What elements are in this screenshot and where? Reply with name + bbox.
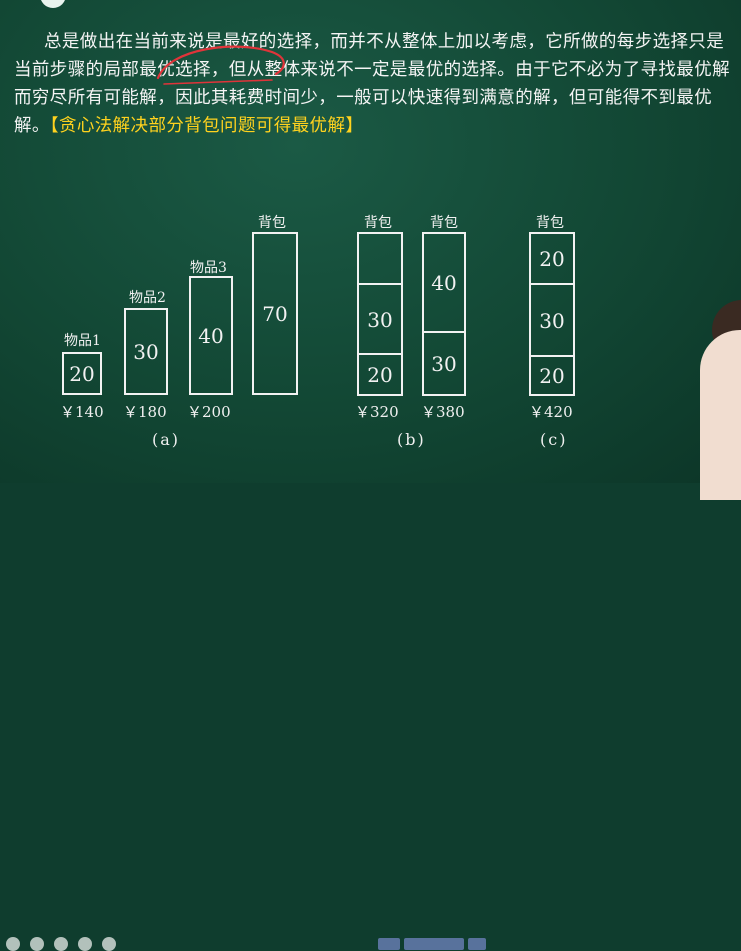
item3-price: ￥200 — [187, 403, 231, 421]
knapsack-b2-label: 背包 — [430, 215, 458, 231]
item3-box: 40 — [189, 276, 233, 395]
item2-value: 30 — [133, 339, 159, 364]
knapsack-b1-label: 背包 — [364, 215, 392, 231]
knapsack-b1-cell-30: 30 — [359, 283, 401, 355]
paragraph-highlight: 【贪心法解决部分背包问题可得最优解】 — [49, 116, 364, 136]
knapsack-b1-box: 30 20 — [357, 232, 403, 396]
top-badge-icon — [40, 0, 66, 8]
player-control-icon[interactable] — [102, 937, 116, 951]
knapsack-a-label: 背包 — [258, 215, 286, 231]
player-toolbar — [0, 467, 741, 951]
presenter-figure — [700, 330, 741, 500]
player-control-icon[interactable] — [54, 937, 68, 951]
item2-label: 物品2 — [129, 290, 166, 306]
knapsack-b2-price: ￥380 — [421, 403, 465, 421]
chalkboard-background — [0, 0, 741, 483]
caption-a: (a) — [152, 430, 181, 449]
item1-value: 20 — [69, 361, 95, 386]
knapsack-c-price: ￥420 — [529, 403, 573, 421]
caption-c: (c) — [540, 430, 568, 449]
knapsack-b2-cell-30: 30 — [424, 331, 464, 394]
knapsack-c-cell-20-bottom: 20 — [531, 355, 573, 394]
knapsack-diagram: 物品1 20 ￥140 物品2 30 ￥180 物品3 40 ￥200 背包 7… — [60, 215, 575, 449]
item1-price: ￥140 — [60, 403, 104, 421]
knapsack-c-cell-20-top: 20 — [539, 246, 565, 271]
item3-value: 40 — [198, 323, 224, 348]
toolbar-button[interactable] — [468, 938, 486, 950]
item2-price: ￥180 — [123, 403, 167, 421]
player-control-icon[interactable] — [30, 937, 44, 951]
toolbar-button[interactable] — [404, 938, 464, 950]
knapsack-c-label: 背包 — [536, 215, 564, 231]
knapsack-b2-box: 40 30 — [422, 232, 466, 396]
knapsack-c-box: 20 30 20 — [529, 232, 575, 396]
item2-box: 30 — [124, 308, 168, 395]
knapsack-a-capacity: 70 — [262, 301, 288, 326]
item1-box: 20 — [62, 352, 102, 395]
knapsack-b1-cell-20: 20 — [359, 353, 401, 394]
player-control-icon[interactable] — [78, 937, 92, 951]
caption-b: (b) — [397, 430, 426, 449]
knapsack-b2-cell-40: 40 — [431, 270, 457, 295]
paragraph-text-2: ，但从整体来说不一定是最优的选择。由于它不必为了寻找最优解而穷尽所有可能解，因此… — [14, 60, 731, 136]
knapsack-b1-price: ￥320 — [355, 403, 399, 421]
player-control-icon[interactable] — [6, 937, 20, 951]
item1-label: 物品1 — [64, 333, 101, 349]
item3-label: 物品3 — [190, 260, 227, 276]
knapsack-c-cell-30: 30 — [531, 283, 573, 357]
toolbar-button[interactable] — [378, 938, 400, 950]
knapsack-a-box: 70 — [252, 232, 298, 395]
knapsack-b1-empty — [359, 234, 401, 283]
